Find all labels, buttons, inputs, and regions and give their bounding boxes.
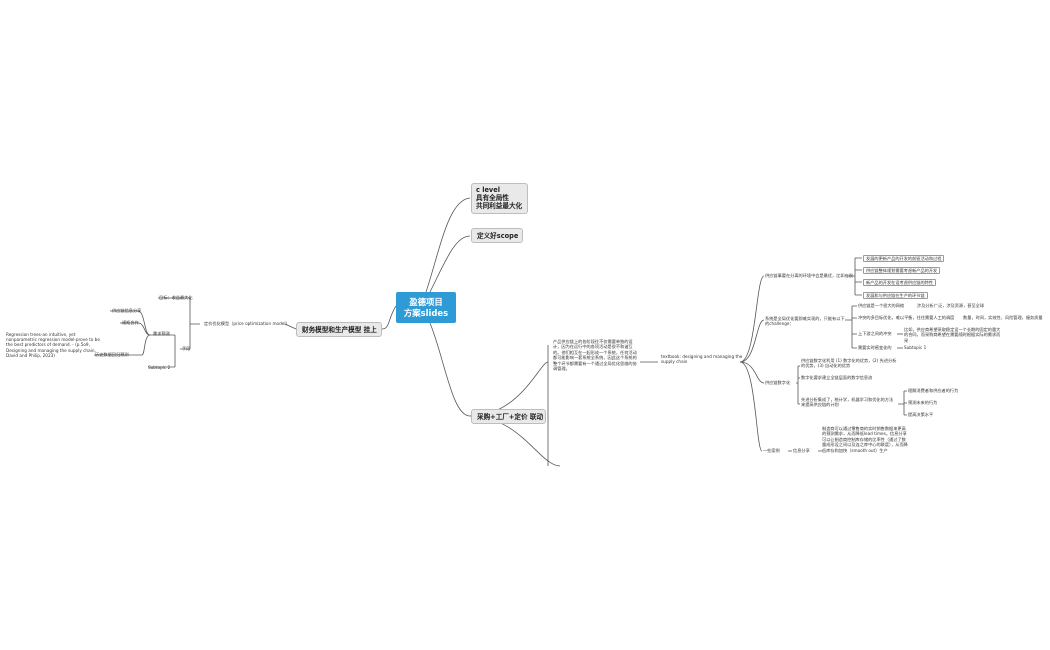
history-regression[interactable]: 历史数据回归预测 [95,352,129,357]
c-level-line3: 共同利益最大化 [476,202,523,210]
root-line1: 盈德项目 [409,297,443,307]
challenge-realtime[interactable]: 需要实时感变化的 [858,345,892,350]
goal-revenue[interactable]: 目标：收益最大化 [159,295,193,300]
textbook-ref[interactable]: textbook: designing and managing the sup… [661,354,743,365]
link-root-scope [429,235,471,293]
supply-info-share[interactable]: 供应链信息分享 [112,308,142,313]
link-why [846,257,862,296]
link-root-clevel [425,197,471,293]
regression-note-line2: nonparametric regression model-prove to … [6,337,100,343]
link-textbook-ch [739,319,765,363]
link-textbook-spine [739,275,765,363]
c-level-line2: 具有全局性 [476,194,509,202]
why-item-2[interactable]: 供应链整体规划需要考虑新产品的开发 [863,267,941,275]
digital-advantages[interactable]: 供应链数字化利用 (1) 数字化的优势，(2) 先进分析的优势，(3) 自动化的… [801,358,897,369]
regression-note-line4: Designing and managing the supply chain, [6,347,96,353]
regression-note-line1: Regression trees-an intuitive, yet [6,332,76,337]
why-item-4[interactable]: 发展和与供应链在生产的环节链 [863,292,928,300]
link-textbook-dig [739,361,765,384]
digitalization[interactable]: 供应链数字化 [765,380,791,385]
challenge-upstream-detail[interactable]: 比如，供应商希望采取稳定设一个长期的固定的量大的合同，而采购商希望在需要随时根据… [904,327,1001,343]
digital-info-flow[interactable]: 数字化要求建立全链层面的数字信息流 [801,375,873,380]
subtopic-2[interactable]: Subtopic 2 [148,365,171,370]
c-level-line1: c level [476,186,500,194]
challenges[interactable]: 系统是全局优化要即难实现的，只能有以下的challenge： [765,316,845,327]
topic-c-level[interactable]: c level 具有全局性 共同利益最大化 [471,183,528,214]
why-item-3[interactable]: 新产品的开发在设考虑供应链的特性 [863,279,937,287]
info-share[interactable]: 信息分享 [793,448,810,453]
regression-note-line3: the best predictors of demand. - (p.5o9, [6,342,90,348]
link-dig [796,365,800,405]
root-topic[interactable]: 盈德项目 方案slides [396,292,456,323]
analytics-understand[interactable]: 理解消费者和供应者的行为 [908,388,959,393]
link-root-finance [381,305,397,330]
regression-note[interactable]: Regression trees-an intuitive, yet nonpa… [6,332,100,358]
link-finance [189,298,297,349]
regression-note-line5: David and Philip, 2023) [6,352,55,358]
analytics-decide[interactable]: 提高决策水平 [908,412,934,417]
challenge-multi-objective[interactable]: 冲突的多目标优化，难以平衡，往往需要人工的调度 [858,315,955,320]
analytics-predict[interactable]: 预测未来的行为 [908,400,938,405]
link-ch [845,305,857,349]
challenge-multi-objective-detail[interactable]: 数量，时间，实效性，风险管理，服务质量 [963,315,1043,320]
price-opt-model[interactable]: 定价优化模型（price optimization model） [204,321,290,326]
link-textbook-case [739,361,763,452]
topic-finance[interactable]: 财务模型和生产模型 挂上 [296,322,382,337]
root-line2: 方案slides [403,307,449,318]
info-share-note[interactable]: 制造商可以通过零售商的实时销售数据来更高的预测需求，从而降低lead times… [822,426,908,453]
global-note[interactable]: 产品供应链上的各阶段往不仅需要单独的设计，因为在运行中的各项活动是很不和谐互的。… [553,339,637,372]
challenge-network[interactable]: 供应链是一个很大的网络 [858,303,905,308]
means[interactable]: 手段 [182,346,191,351]
rule-cooperation[interactable]: 规矩合作 [122,320,139,325]
challenge-upstream[interactable]: 上下游之间的冲突 [858,331,892,336]
challenge-network-detail[interactable]: 涉及分析广泛，涉及资源，甚至全球 [917,303,985,308]
link-finance-means [148,334,190,368]
link-demand [137,310,151,356]
why-global[interactable]: 供应链事要在分离的环境中会是最优，比如在很 [765,273,853,278]
link-dig3 [898,390,907,416]
case-examples[interactable]: 一些案例 [763,448,780,453]
topic-procure[interactable]: 采购+工厂+定价 联动 [471,409,546,424]
advanced-analytics[interactable]: 先进分析集成了，统计学，机器学习和优化的方法来提高供应链的计划 [801,397,894,408]
topic-scope[interactable]: 定义好scope [471,228,523,243]
subtopic-1[interactable]: Subtopic 1 [904,345,927,350]
link-procure-trunk [469,361,549,417]
why-item-1[interactable]: 发展的更新产品的开发的前驱活动和过程 [863,255,945,263]
demand-forecast[interactable]: 需求预测 [153,331,170,336]
link-root-procure [429,322,471,417]
